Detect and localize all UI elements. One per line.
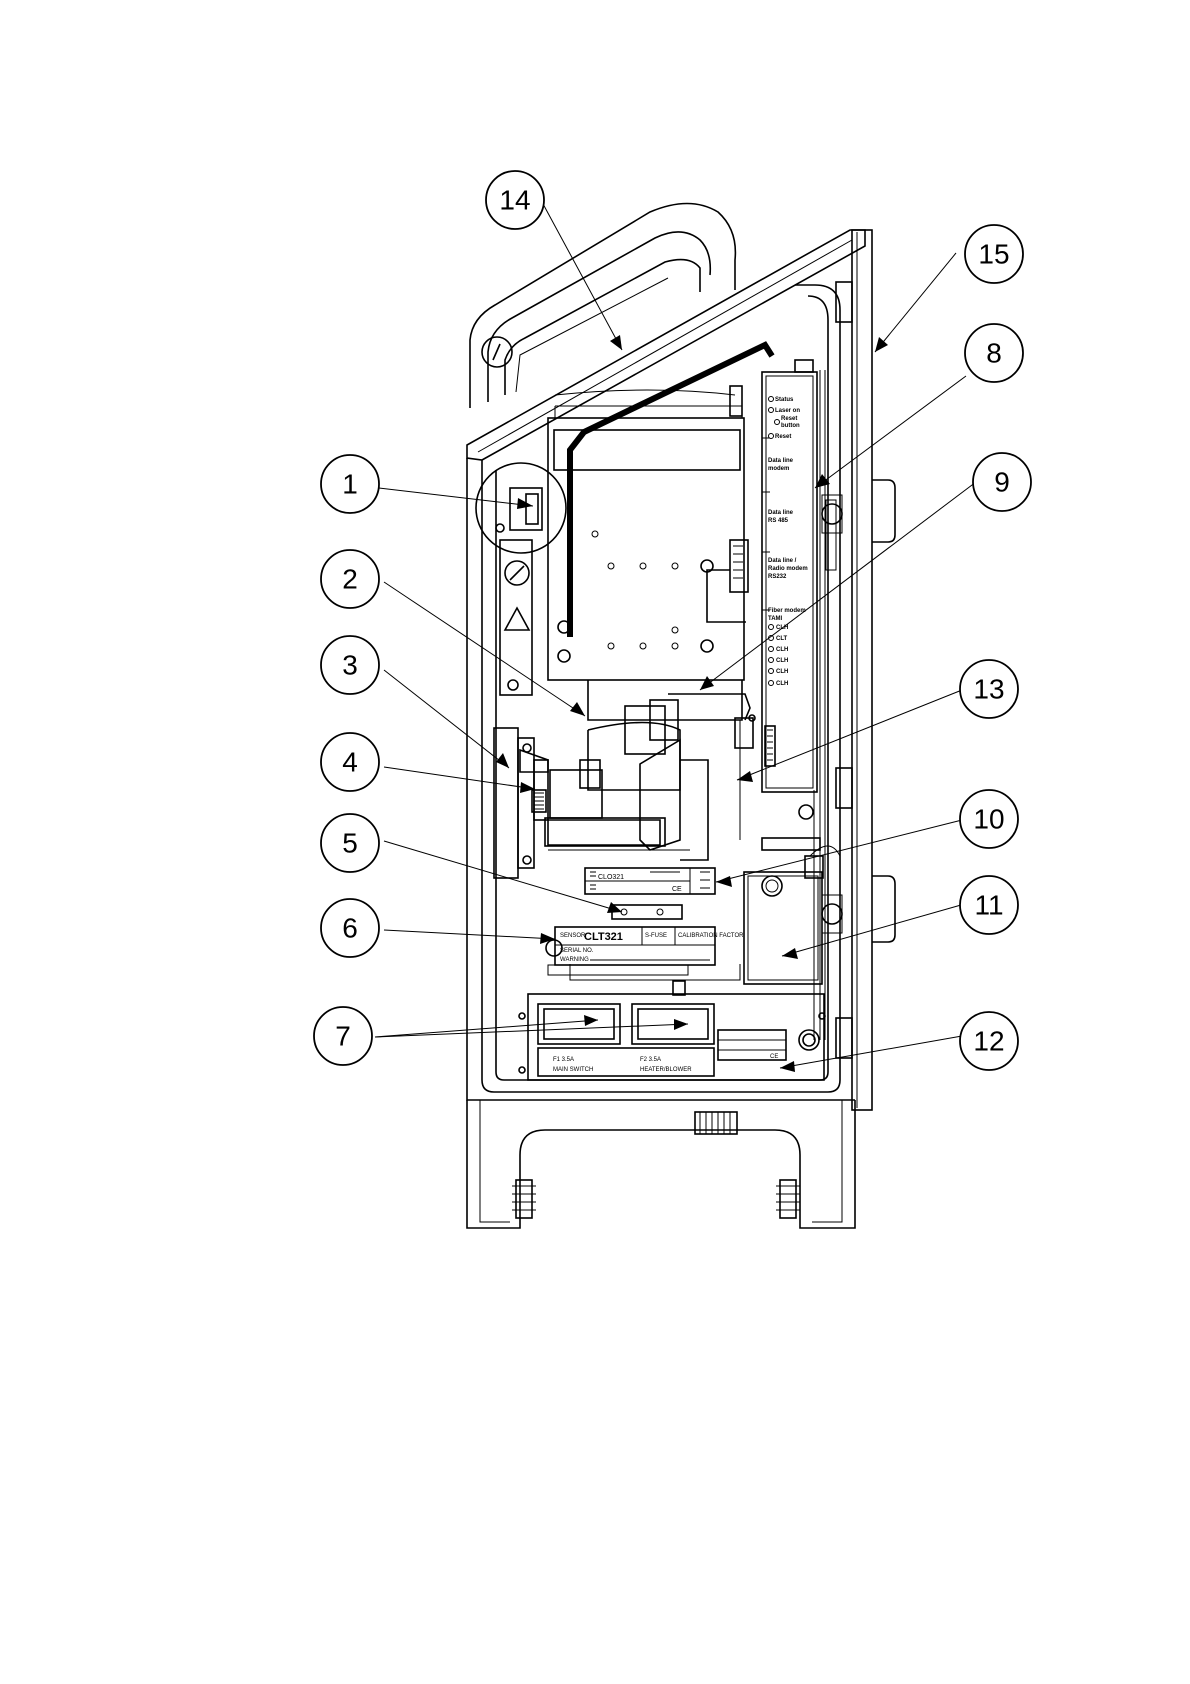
callout-11: 11: [960, 876, 1018, 934]
led-clh-label-6: CLH: [776, 681, 788, 687]
callout-5-number: 5: [342, 828, 358, 859]
switch-panel: F1 3.5A MAIN SWITCH F2 3.5A HEATER/BLOWE…: [519, 981, 825, 1080]
callout-2-number: 2: [342, 564, 358, 595]
callout-10-number: 10: [973, 804, 1004, 835]
data-line-modem-label-2: modem: [768, 466, 789, 472]
led-clh-label-2: CLT: [776, 636, 788, 642]
sensor-calibration-label: CALIBRATION FACTOR: [678, 933, 744, 939]
led-clh-label-5: CLH: [776, 669, 788, 675]
base-stand: [467, 1100, 855, 1228]
modem-model-label: CLO321: [598, 874, 624, 881]
fuse-f1-label: F1 3.5A: [553, 1057, 574, 1063]
led-status-label: Status: [775, 397, 794, 403]
callout-6-number: 6: [342, 913, 358, 944]
reset-button-label-2: button: [781, 423, 800, 429]
sensor-serial-label: SERIAL NO.: [560, 948, 594, 954]
left-module: [476, 463, 566, 695]
callout-9: 9: [973, 453, 1031, 511]
led-reset-label: Reset: [775, 434, 791, 440]
data-line-modem-label-1: Data line: [768, 458, 794, 464]
modem-ce-mark: CE: [672, 886, 682, 893]
callout-3-number: 3: [342, 650, 358, 681]
optics-module: [520, 386, 753, 860]
data-line-rs485-label-1: Data line: [768, 510, 794, 516]
callout-6: 6: [321, 899, 379, 957]
data-line-rs485-label-2: RS 485: [768, 518, 789, 524]
led-clh-label-4: CLH: [776, 658, 788, 664]
callout-8-number: 8: [986, 338, 1002, 369]
fiber-modem-label-2: TAMI: [768, 616, 783, 622]
callout-15: 15: [965, 225, 1023, 283]
heater-blower: [744, 846, 840, 984]
main-switch-label: MAIN SWITCH: [553, 1067, 593, 1073]
knob-icon: [482, 337, 512, 367]
callout-8: 8: [965, 324, 1023, 382]
led-clh-label-3: CLH: [776, 647, 788, 653]
callout-11-number: 11: [974, 890, 1003, 921]
data-line-radio-label-2: Radio modem: [768, 566, 808, 572]
connector-plate: [494, 728, 660, 878]
callout-13: 13: [960, 660, 1018, 718]
callout-14: 14: [486, 171, 544, 229]
reset-button-label-1: Reset: [781, 416, 797, 422]
callout-1: 1: [321, 455, 379, 513]
callout-5: 5: [321, 814, 379, 872]
callout-3: 3: [321, 636, 379, 694]
fuse-f2-label: F2 3.5A: [640, 1057, 661, 1063]
sensor-label: SENSOR CLT321 S-FUSE CALIBRATION FACTOR …: [546, 927, 744, 975]
callout-4: 4: [321, 733, 379, 791]
sensor-warning-label: WARNING: [560, 957, 589, 963]
callout-12: 12: [960, 1012, 1018, 1070]
callout-2: 2: [321, 550, 379, 608]
callout-13-number: 13: [973, 674, 1004, 705]
callout-14-number: 14: [499, 185, 530, 216]
led-laser-on-label: Laser on: [775, 408, 800, 414]
data-line-radio-label-3: RS232: [768, 574, 787, 580]
heater-blower-label: HEATER/BLOWER: [640, 1067, 692, 1073]
callout-10: 10: [960, 790, 1018, 848]
interface-panel: Status Laser on Reset button Reset Data …: [749, 360, 836, 1040]
sensor-fuse-label: S-FUSE: [645, 933, 667, 939]
type-plate-ce-mark: CE: [770, 1054, 778, 1060]
lid: [467, 230, 865, 460]
data-line-radio-label-1: Data line /: [768, 558, 797, 564]
fiber-modem-label-1: Fiber modem: [768, 608, 806, 614]
callout-12-number: 12: [973, 1026, 1004, 1057]
callout-15-number: 15: [978, 239, 1009, 270]
callout-7: 7: [314, 1007, 372, 1065]
callout-1-number: 1: [342, 469, 358, 500]
callout-4-number: 4: [342, 747, 358, 778]
sensor-prefix-label: SENSOR: [560, 933, 586, 939]
callout-7-number: 7: [335, 1021, 351, 1052]
sensor-model-label: CLT321: [584, 931, 623, 943]
callout-9-number: 9: [994, 467, 1010, 498]
